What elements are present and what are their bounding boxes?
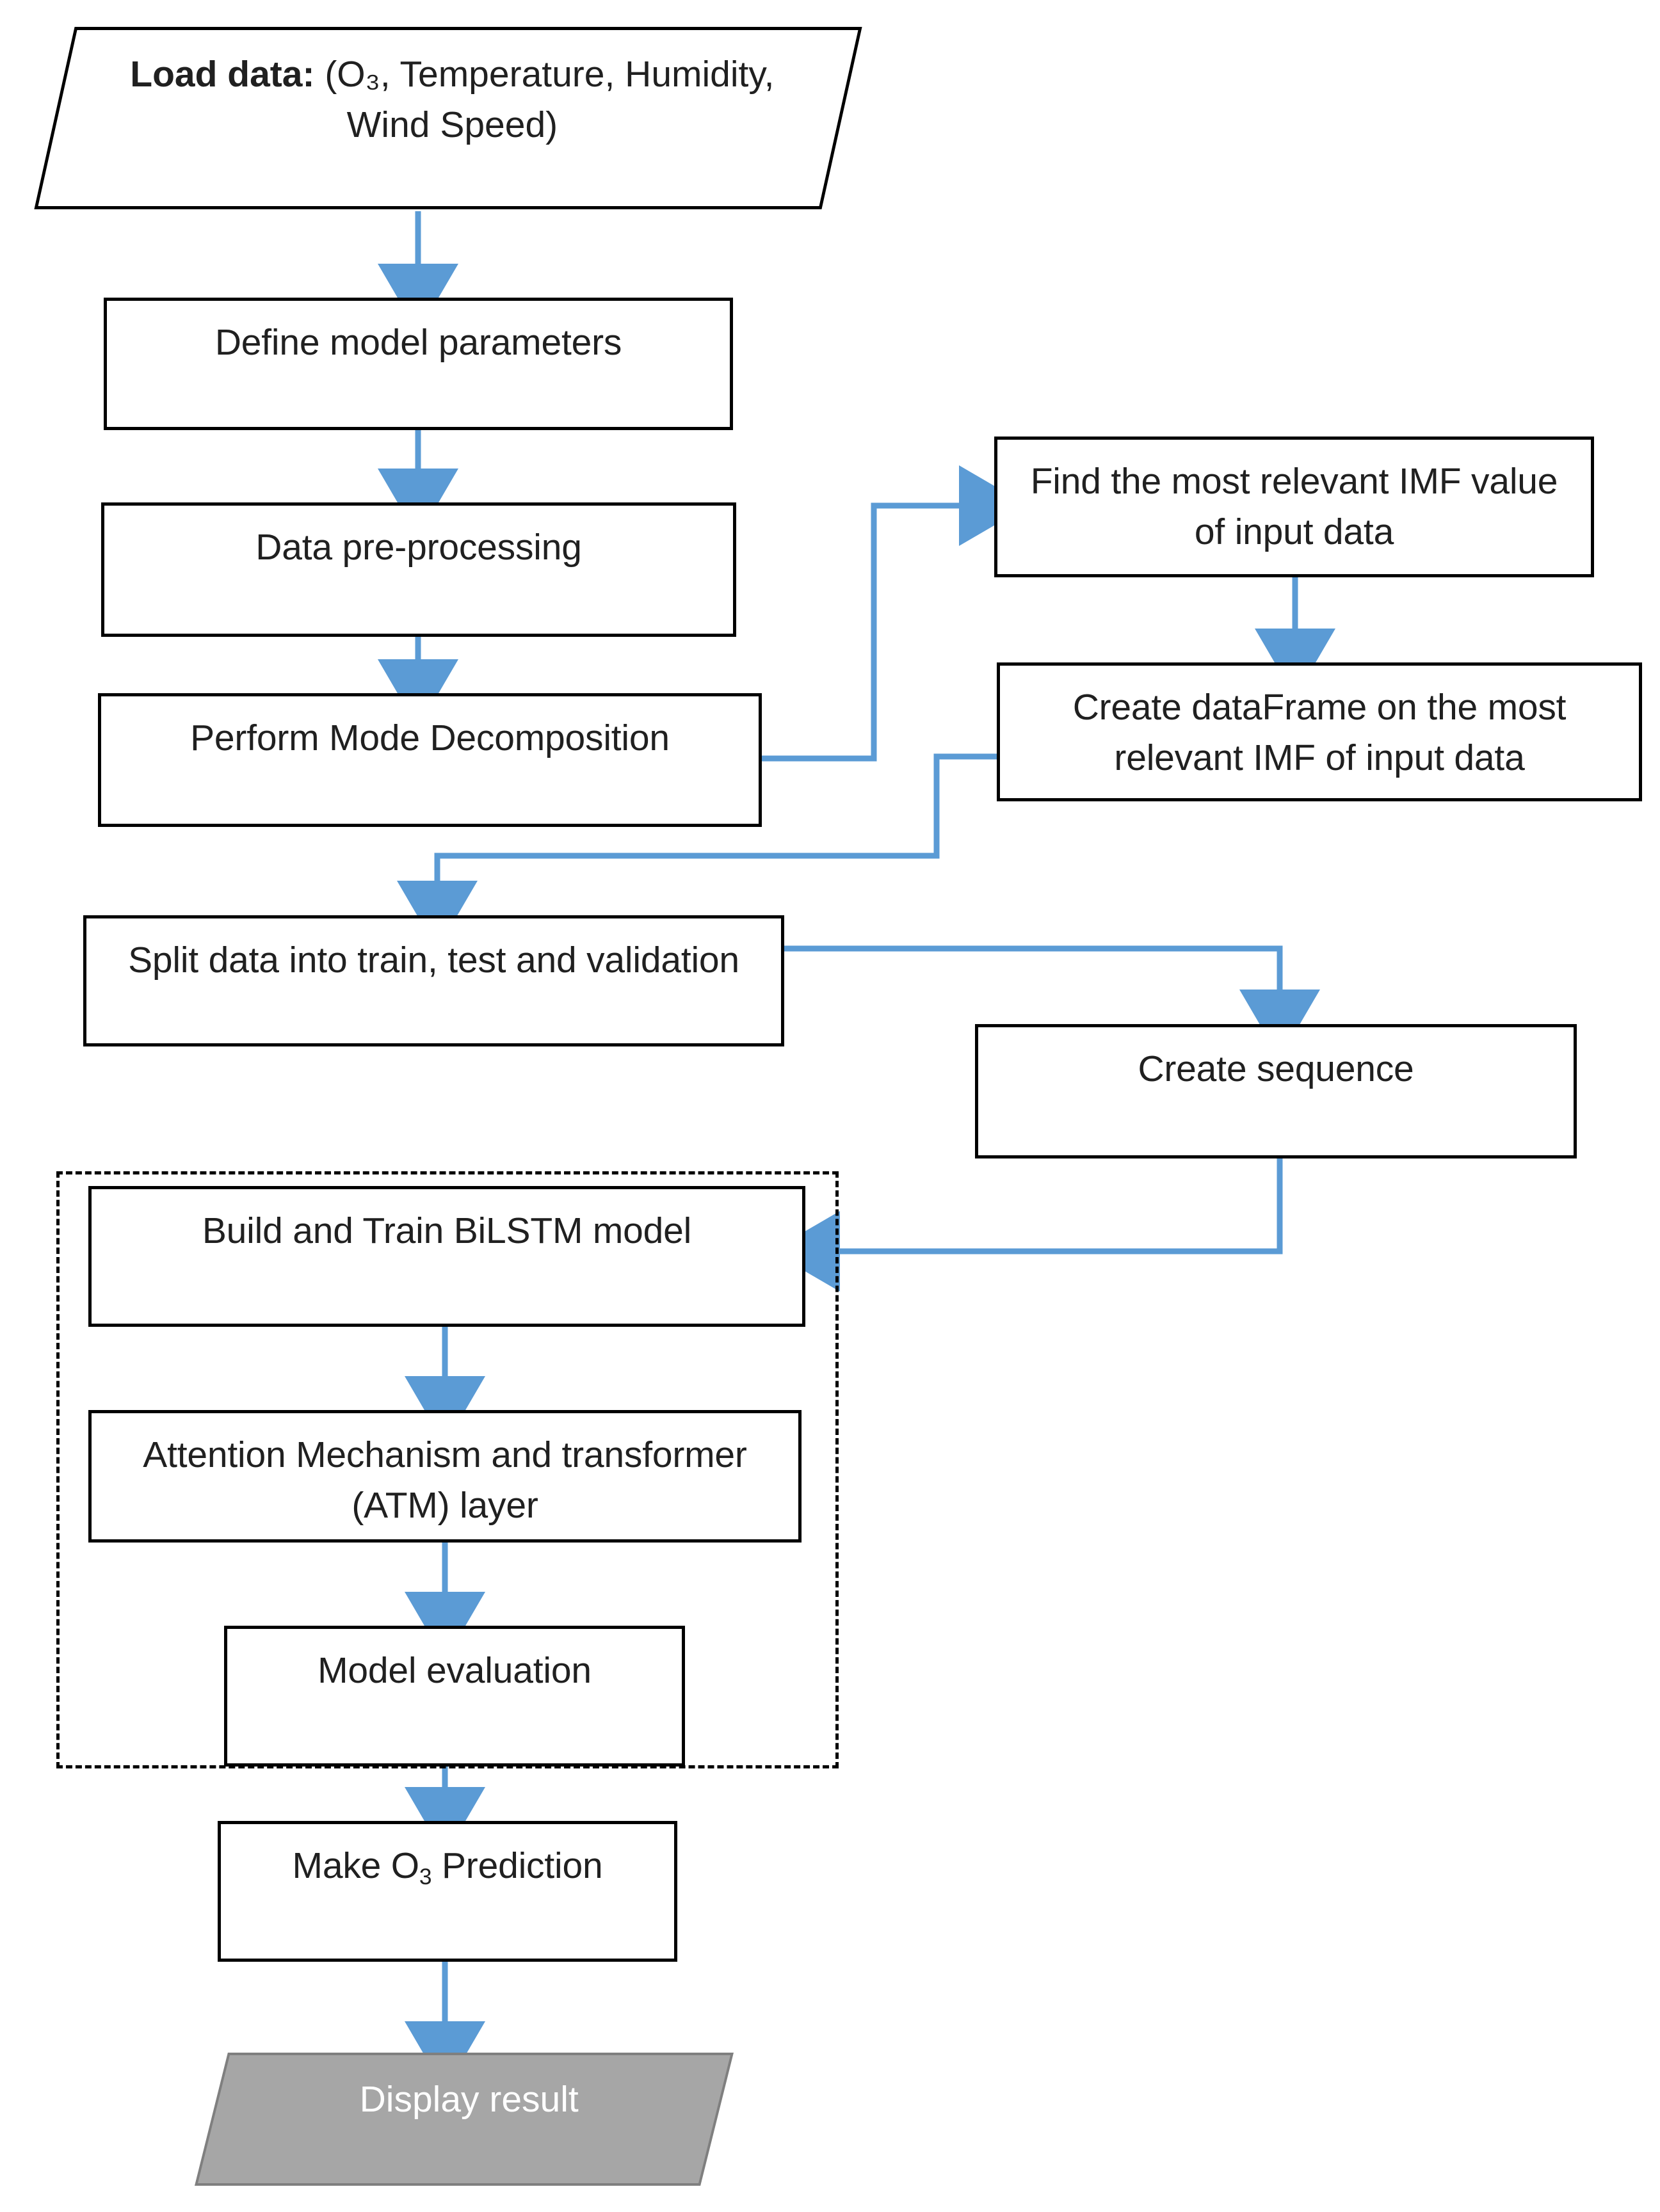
node-load-data[interactable]: Load data: (O₃, Temperature, Humidity, W… bbox=[34, 27, 862, 209]
node-load-data-label-bold: Load data: bbox=[130, 54, 315, 95]
node-create-sequence[interactable]: Create sequence bbox=[975, 1024, 1577, 1158]
edge-decomposition-to-findimf bbox=[762, 465, 1028, 762]
node-make-o3-prediction-label: Make O3 Prediction bbox=[238, 1841, 657, 1891]
node-define-model-parameters[interactable]: Define model parameters bbox=[104, 298, 733, 430]
node-split-data[interactable]: Split data into train, test and validati… bbox=[83, 915, 784, 1046]
node-create-dataframe-label: Create dataFrame on the most relevant IM… bbox=[1072, 687, 1567, 778]
node-make-o3-prediction-label-sub: 3 bbox=[419, 1864, 432, 1889]
node-attention-transformer-layer[interactable]: Attention Mechanism and transformer (ATM… bbox=[88, 1410, 802, 1543]
node-model-evaluation[interactable]: Model evaluation bbox=[224, 1626, 685, 1767]
node-make-o3-prediction[interactable]: Make O3 Prediction bbox=[218, 1821, 677, 1962]
node-display-result[interactable]: Display result bbox=[195, 2053, 734, 2186]
node-data-preprocessing[interactable]: Data pre-processing bbox=[101, 502, 736, 637]
node-attention-transformer-layer-label: Attention Mechanism and transformer (ATM… bbox=[143, 1434, 747, 1526]
node-build-train-bilstm[interactable]: Build and Train BiLSTM model bbox=[88, 1186, 805, 1327]
node-create-dataframe[interactable]: Create dataFrame on the most relevant IM… bbox=[997, 662, 1642, 801]
node-display-result-label: Display result bbox=[359, 2079, 579, 2120]
node-data-preprocessing-label: Data pre-processing bbox=[255, 527, 582, 568]
node-make-o3-prediction-label-pre: Make O bbox=[292, 1845, 420, 1886]
node-make-o3-prediction-label-post: Prediction bbox=[431, 1845, 603, 1886]
node-find-relevant-imf-label: Find the most relevant IMF value of inpu… bbox=[1030, 461, 1558, 552]
node-split-data-label: Split data into train, test and validati… bbox=[128, 940, 739, 981]
node-create-sequence-label: Create sequence bbox=[1138, 1048, 1414, 1089]
edge-sequence-to-bilstm bbox=[771, 1158, 1283, 1292]
node-define-model-parameters-label: Define model parameters bbox=[214, 322, 622, 363]
node-load-data-label: Load data: (O₃, Temperature, Humidity, W… bbox=[125, 49, 778, 150]
node-perform-mode-decomposition-label: Perform Mode Decomposition bbox=[190, 717, 670, 758]
node-perform-mode-decomposition[interactable]: Perform Mode Decomposition bbox=[98, 693, 762, 827]
node-load-data-label-rest: (O₃, Temperature, Humidity, Wind Speed) bbox=[314, 54, 775, 145]
node-model-evaluation-label: Model evaluation bbox=[318, 1650, 592, 1691]
edge-split-to-sequence bbox=[784, 945, 1320, 1059]
node-build-train-bilstm-label: Build and Train BiLSTM model bbox=[202, 1210, 692, 1251]
node-find-relevant-imf[interactable]: Find the most relevant IMF value of inpu… bbox=[994, 437, 1594, 577]
